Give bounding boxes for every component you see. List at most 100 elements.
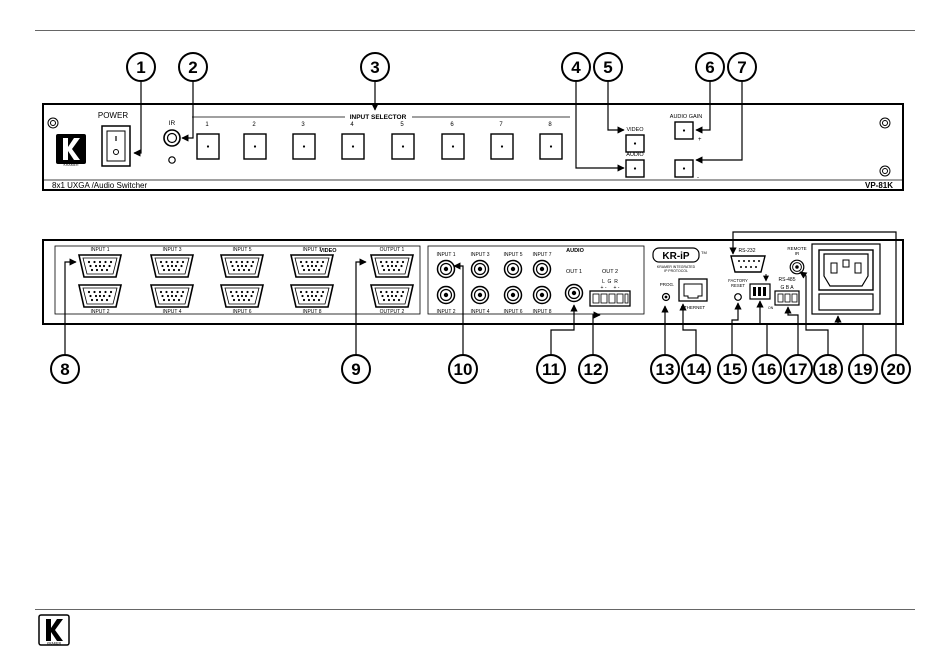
remote-ir-jack[interactable] [789, 259, 805, 275]
ir-receiver [163, 129, 181, 147]
power-label: POWER [98, 111, 128, 120]
vga-input-connector[interactable] [78, 254, 122, 278]
svg-text:KR-iP: KR-iP [662, 251, 690, 262]
rca-input-jack[interactable] [532, 285, 552, 305]
audio-out2-signs: + - + - [601, 285, 620, 291]
rca-input-jack[interactable] [503, 285, 523, 305]
rs232-label: RS-232 [739, 248, 756, 254]
vga-output-connector[interactable] [370, 284, 414, 308]
callout-number: 6 [705, 58, 714, 77]
vga-input-connector[interactable] [78, 284, 122, 308]
audio-button[interactable] [625, 159, 645, 178]
factory-reset-button[interactable] [734, 293, 742, 301]
rca-input-jack[interactable] [503, 259, 523, 279]
vga-input-connector[interactable] [150, 284, 194, 308]
video-input-label: INPUT 8 [302, 309, 321, 315]
model-name: VP-81K [865, 181, 893, 190]
rca-input-jack[interactable] [532, 259, 552, 279]
bottom-rule [35, 609, 915, 610]
rca-input-jack[interactable] [436, 285, 456, 305]
callout-number: 14 [687, 360, 706, 379]
vga-input-connector[interactable] [150, 254, 194, 278]
front-panel-chassis [42, 103, 904, 191]
input-button-5[interactable] [391, 133, 415, 160]
rear-audio-label: AUDIO [566, 248, 584, 254]
input-button-label: 3 [301, 122, 305, 128]
input-button-label: 7 [499, 122, 503, 128]
audio-out2-pins: L G R [602, 279, 618, 285]
callout-15: 15 [717, 354, 747, 384]
rear-panel-chassis [42, 239, 904, 325]
rack-screw-icon [879, 117, 891, 129]
callout-number: 9 [351, 360, 360, 379]
audio-gain-down-button[interactable] [674, 159, 694, 178]
rs485-terminal-block[interactable] [774, 290, 800, 306]
callout-number: 3 [370, 58, 379, 77]
callout-18: 18 [813, 354, 843, 384]
audio-gain-up-button[interactable] [674, 121, 694, 140]
callout-leaders [64, 82, 897, 355]
audio-input-label: INPUT 2 [436, 309, 455, 315]
svg-text:KRAMER: KRAMER [47, 642, 62, 646]
vga-input-connector[interactable] [220, 254, 264, 278]
vga-output-connector[interactable] [370, 254, 414, 278]
callout-number: 5 [603, 58, 612, 77]
callout-number: 7 [737, 58, 746, 77]
input-button-label: 5 [400, 122, 404, 128]
callout-number: 19 [854, 360, 873, 379]
callout-number: 10 [454, 360, 473, 379]
rs485-pins: G B A [780, 285, 794, 291]
input-button-7[interactable] [490, 133, 514, 160]
audio-out1-jack[interactable] [564, 283, 584, 303]
power-switch[interactable] [101, 125, 131, 167]
rack-screw-icon [47, 117, 59, 129]
vga-input-connector[interactable] [290, 254, 334, 278]
vga-input-connector[interactable] [220, 284, 264, 308]
callout-number: 12 [584, 360, 603, 379]
input-button-4[interactable] [341, 133, 365, 160]
video-input-label: INPUT 2 [90, 309, 109, 315]
input-button-label: 2 [252, 122, 256, 128]
callout-number: 20 [887, 360, 906, 379]
rca-input-jack[interactable] [470, 259, 490, 279]
audio-input-label: INPUT 7 [532, 252, 551, 258]
callout-10: 10 [448, 354, 478, 384]
input-selector-label: INPUT SELECTOR [350, 114, 407, 121]
rs485-label: RS-485 [779, 277, 796, 283]
audio-input-label: INPUT 6 [503, 309, 522, 315]
audio-input-label: INPUT 8 [532, 309, 551, 315]
callout-number: 17 [789, 360, 808, 379]
audio-gain-label: AUDIO GAIN [670, 114, 702, 120]
callout-16: 16 [752, 354, 782, 384]
callout-11: 11 [536, 354, 566, 384]
vga-input-connector[interactable] [290, 284, 334, 308]
input-button-2[interactable] [243, 133, 267, 160]
audio-out1-label: OUT 1 [566, 269, 582, 275]
input-button-3[interactable] [292, 133, 316, 160]
ethernet-port[interactable] [678, 278, 708, 302]
callout-14: 14 [681, 354, 711, 384]
power-inlet[interactable] [811, 243, 881, 315]
rs232-port[interactable] [730, 255, 766, 273]
input-button-6[interactable] [441, 133, 465, 160]
dip-label: ON [768, 306, 774, 310]
input-button-8[interactable] [539, 133, 563, 160]
gain-plus-sign: + [698, 137, 702, 143]
rca-input-jack[interactable] [470, 285, 490, 305]
audio-button-label: AUDIO [626, 152, 644, 158]
dip-switch[interactable] [749, 283, 771, 300]
ir-label: IR [169, 120, 176, 127]
video-button[interactable] [625, 134, 645, 153]
callout-4: 4 [561, 52, 591, 82]
rear-video-label: VIDEO [319, 248, 337, 254]
prog-switch[interactable] [661, 292, 671, 302]
input-button-1[interactable] [196, 133, 220, 160]
svg-text:KRAMER INTEGRATED: KRAMER INTEGRATED [657, 265, 696, 269]
audio-out2-label: OUT 2 [602, 269, 618, 275]
audio-out2-terminal-block[interactable] [589, 290, 631, 307]
rca-input-jack[interactable] [436, 259, 456, 279]
